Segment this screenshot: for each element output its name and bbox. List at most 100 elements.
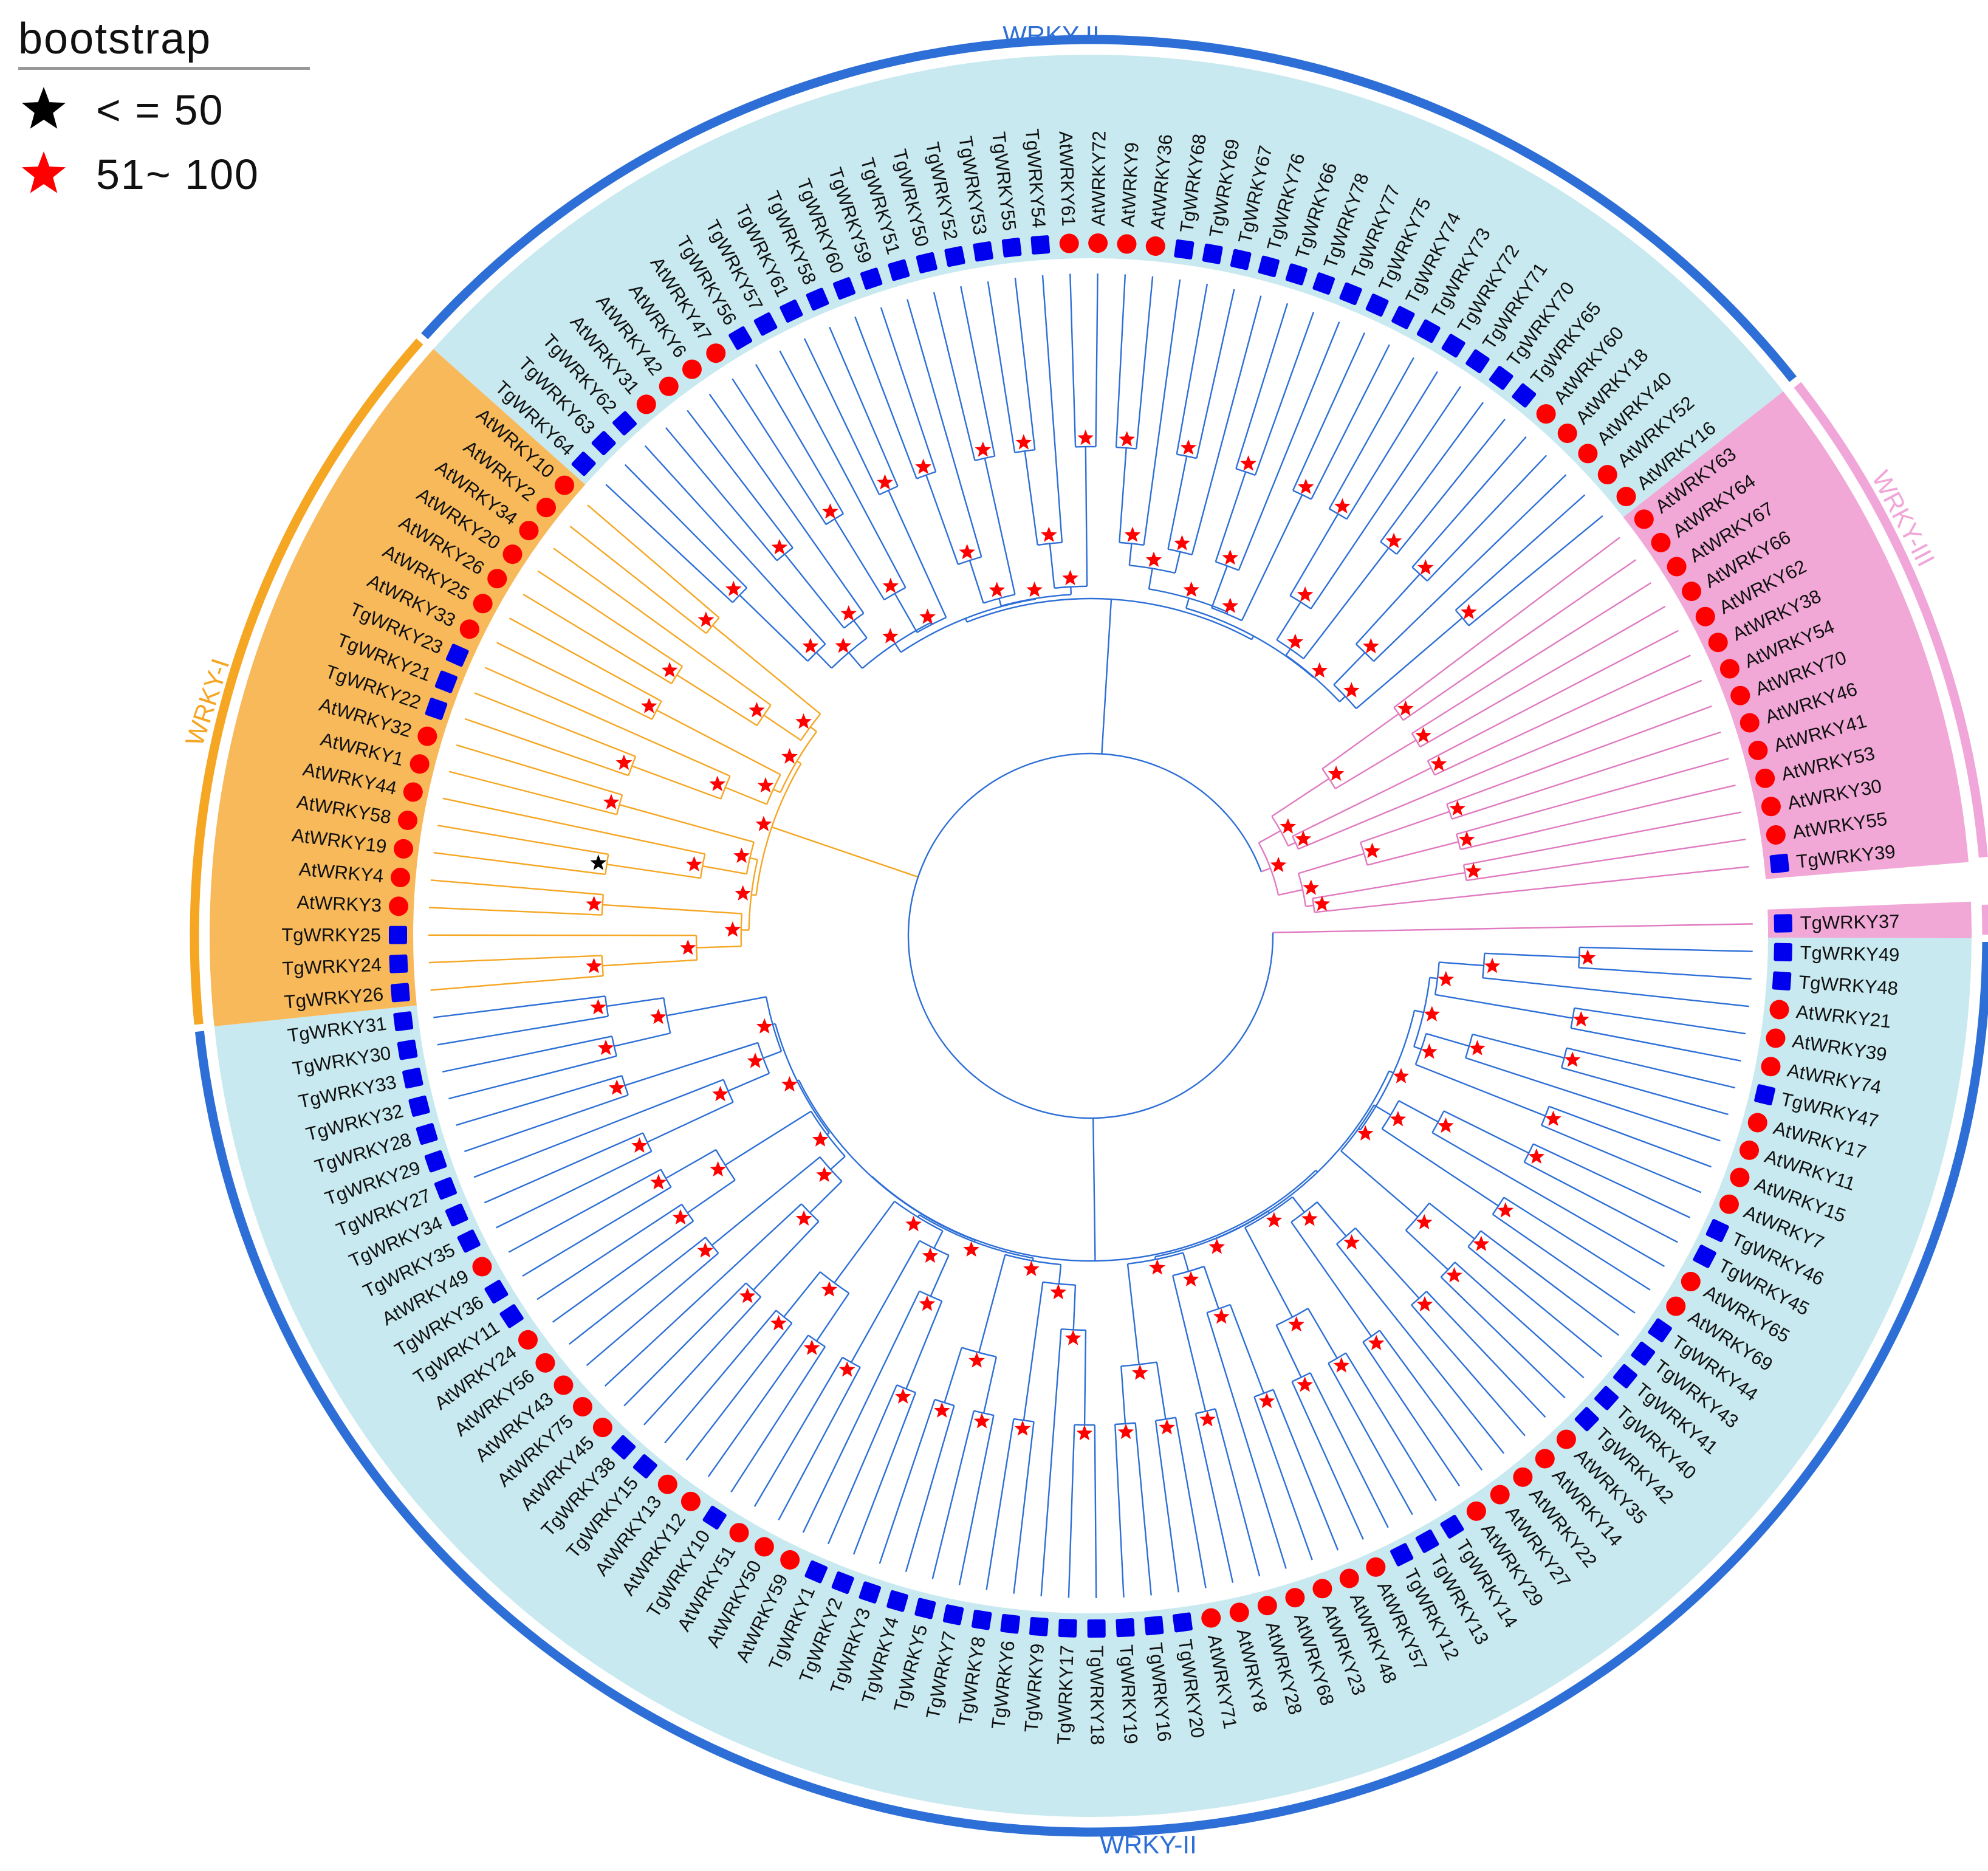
tg-marker: [1029, 1616, 1049, 1636]
bootstrap-star: [1484, 958, 1501, 973]
at-marker: [636, 394, 656, 414]
tg-marker: [499, 1304, 524, 1328]
tg-marker: [1705, 1219, 1729, 1242]
tg-marker: [1116, 1618, 1135, 1638]
at-marker: [1755, 768, 1775, 788]
bootstrap-star: [1077, 430, 1094, 445]
at-marker: [1634, 509, 1654, 529]
tg-marker: [1613, 1364, 1637, 1389]
bootstrap-star: [840, 605, 857, 621]
tg-marker: [424, 1150, 447, 1173]
bootstrap-star: [1465, 862, 1482, 879]
at-marker: [1201, 1608, 1221, 1628]
bootstrap-star: [1473, 1235, 1490, 1251]
tg-marker: [1754, 1084, 1776, 1106]
black-star-icon: [21, 87, 66, 129]
tg-marker: [1416, 319, 1441, 343]
bootstrap-star: [934, 1402, 950, 1418]
tg-marker: [445, 644, 469, 667]
bootstrap-star: [1314, 896, 1331, 911]
bootstrap-star: [1416, 1296, 1433, 1312]
bootstrap-star: [1287, 633, 1304, 649]
tg-marker: [1058, 1618, 1077, 1638]
tg-marker: [1769, 853, 1789, 874]
tg-marker: [1174, 239, 1195, 259]
tg-marker: [1202, 243, 1223, 264]
at-marker: [1285, 1588, 1305, 1608]
at-marker: [729, 1523, 749, 1543]
bootstrap-star: [725, 580, 742, 596]
tg-marker: [402, 1067, 423, 1089]
bootstrap-star: [631, 1137, 648, 1153]
tg-marker: [1365, 294, 1389, 317]
at-marker: [1740, 1140, 1760, 1160]
clade-band-ii: [433, 54, 1784, 518]
tg-marker: [416, 1123, 438, 1145]
at-marker: [1466, 1501, 1486, 1521]
bootstrap-star: [615, 754, 632, 770]
bootstrap-star: [1438, 970, 1455, 987]
at-marker: [780, 1550, 800, 1570]
bootstrap-star: [1026, 582, 1043, 597]
bootstrap-star: [1213, 1308, 1230, 1324]
bootstrap-star: [1119, 431, 1136, 447]
tg-marker: [859, 1581, 881, 1604]
at-marker: [394, 839, 414, 859]
at-marker: [397, 811, 417, 831]
legend-item-low-support: < = 50: [18, 86, 310, 134]
tg-marker: [1440, 1514, 1464, 1539]
bootstrap-star: [650, 1174, 667, 1190]
bootstrap-star: [919, 1296, 936, 1311]
bootstrap-star: [1266, 1212, 1283, 1227]
leaf-label: AtWRKY3: [296, 891, 382, 916]
bootstrap-star: [1364, 842, 1380, 859]
at-marker: [417, 726, 437, 746]
bootstrap-star: [1458, 831, 1475, 847]
bootstrap-star: [733, 847, 750, 863]
tg-marker: [780, 299, 803, 323]
leaf-label: TgWRKY49: [1800, 942, 1899, 966]
tg-marker: [1285, 263, 1308, 286]
bootstrap-star: [710, 1161, 726, 1177]
at-marker: [1651, 532, 1671, 552]
bootstrap-star: [877, 474, 893, 490]
bootstrap-star: [1446, 1267, 1462, 1283]
bootstrap-star: [697, 1242, 714, 1258]
leaf-label: AtWRKY9: [1117, 142, 1142, 227]
bootstrap-star: [1295, 830, 1312, 846]
tg-marker: [806, 287, 829, 311]
bootstrap-star: [1222, 597, 1239, 613]
at-marker: [1557, 424, 1577, 444]
bootstrap-star: [1397, 700, 1414, 716]
bootstrap-star: [812, 1131, 829, 1147]
at-marker: [502, 544, 523, 565]
tg-marker: [1087, 1619, 1106, 1638]
at-marker: [389, 896, 409, 916]
bootstrap-star: [1050, 1283, 1067, 1300]
clade-arc-ii: [194, 941, 1988, 1837]
tg-marker: [591, 431, 616, 456]
clade-arc-iii: [1981, 904, 1988, 935]
bootstrap-star: [1385, 532, 1402, 548]
at-marker: [1088, 233, 1108, 253]
bootstrap-star: [1064, 1330, 1081, 1345]
tg-marker: [484, 1280, 509, 1304]
tree-branches: [428, 273, 1753, 1598]
tg-marker: [1144, 1616, 1164, 1636]
tg-marker: [1772, 971, 1792, 991]
leaf-label: AtWRKY61: [1055, 131, 1080, 227]
clade-label-ii: WRKY-II: [1003, 21, 1099, 49]
at-marker: [1747, 1113, 1767, 1133]
at-marker: [1339, 1568, 1359, 1588]
bootstrap-star: [590, 854, 607, 870]
tg-marker: [1631, 1341, 1656, 1366]
tg-marker: [1312, 272, 1335, 295]
tg-marker: [1415, 1529, 1439, 1553]
bootstrap-star: [1357, 1125, 1374, 1141]
clade-arc-iii: [1794, 382, 1988, 858]
bootstrap-star: [1393, 1068, 1410, 1083]
bootstrap-star: [1343, 682, 1360, 698]
bootstrap-star: [1415, 727, 1431, 743]
tg-marker: [1030, 235, 1051, 255]
bootstrap-star: [1182, 1271, 1199, 1286]
